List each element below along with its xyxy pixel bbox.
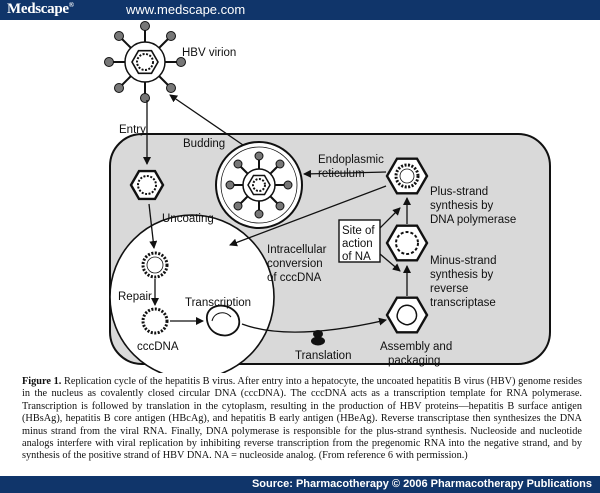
- label-entry: Entry: [119, 124, 146, 136]
- registered-mark: ®: [68, 1, 74, 9]
- source-credit: Source: Pharmacotherapy © 2006 Pharmacot…: [251, 478, 592, 490]
- na-site-box: [338, 219, 381, 263]
- hbv-virion-icon: [104, 21, 186, 103]
- label-budding: Budding: [183, 138, 225, 150]
- label-hbv-virion: HBV virion: [182, 47, 236, 59]
- label-translation: Translation: [295, 350, 351, 362]
- label-plus-3: DNA polymerase: [430, 214, 516, 226]
- brand-name: Medscape: [7, 1, 69, 17]
- translation-arrow: [241, 317, 387, 333]
- budding-arrow: [169, 94, 244, 146]
- caption-text: Replication cycle of the hepatitis B vir…: [22, 376, 582, 462]
- plus-to-er-arrow: [303, 169, 387, 178]
- ribosome-icon: [311, 330, 325, 346]
- label-na-3: of NA: [342, 251, 371, 263]
- footer-bar: Source: Pharmacotherapy © 2006 Pharmacot…: [0, 476, 600, 493]
- label-na-1: Site of: [342, 225, 375, 237]
- na-site-lower-arrow: [379, 253, 401, 272]
- intracellular-conversion-arrow: [229, 185, 387, 247]
- label-er-1: Endoplasmic: [318, 154, 384, 166]
- cccdna-icon: [141, 307, 169, 335]
- figure-caption: Figure 1. Replication cycle of the hepat…: [22, 376, 582, 463]
- minus-strand-capsid-icon: [385, 224, 429, 262]
- rna-transcript-icon: [206, 304, 241, 337]
- uncoating-arrow: [148, 203, 158, 249]
- plus-strand-capsid-icon: [385, 157, 429, 195]
- label-assembly-1: Assembly and: [380, 341, 452, 353]
- label-minus-4: transcriptase: [430, 297, 496, 309]
- label-uncoating: Uncoating: [162, 213, 214, 225]
- label-na-2: action: [342, 238, 373, 250]
- assembly-capsid-icon: [385, 296, 429, 334]
- na-site-upper-arrow: [379, 207, 401, 229]
- label-cccdna: cccDNA: [137, 341, 179, 353]
- header-bar: Medscape® www.medscape.com: [0, 0, 600, 20]
- label-minus-2: synthesis by: [430, 269, 494, 281]
- label-conversion-2: conversion: [267, 258, 323, 270]
- site-url-link[interactable]: www.medscape.com: [126, 2, 246, 17]
- label-transcription: Transcription: [185, 297, 251, 309]
- medscape-logo[interactable]: Medscape®: [7, 1, 74, 18]
- label-conversion-3: of cccDNA: [267, 272, 322, 284]
- label-minus-1: Minus-strand: [430, 255, 496, 267]
- label-conversion-1: Intracellular: [267, 244, 327, 256]
- label-plus-2: synthesis by: [430, 200, 494, 212]
- label-plus-1: Plus-strand: [430, 186, 488, 198]
- label-assembly-2: packaging: [388, 355, 440, 367]
- label-repair: Repair: [118, 291, 152, 303]
- budding-virion-icon: [225, 151, 293, 219]
- label-minus-3: reverse: [430, 283, 468, 295]
- rna-strand-icon: [211, 312, 232, 322]
- hbv-replication-diagram: HBV virion Entry Budding Endoplasmic ret…: [104, 21, 551, 373]
- label-er-2: reticulum: [318, 168, 365, 180]
- figure-label: Figure 1.: [22, 376, 62, 387]
- capsid-icon: [129, 169, 165, 201]
- genome-dna-icon: [141, 251, 169, 279]
